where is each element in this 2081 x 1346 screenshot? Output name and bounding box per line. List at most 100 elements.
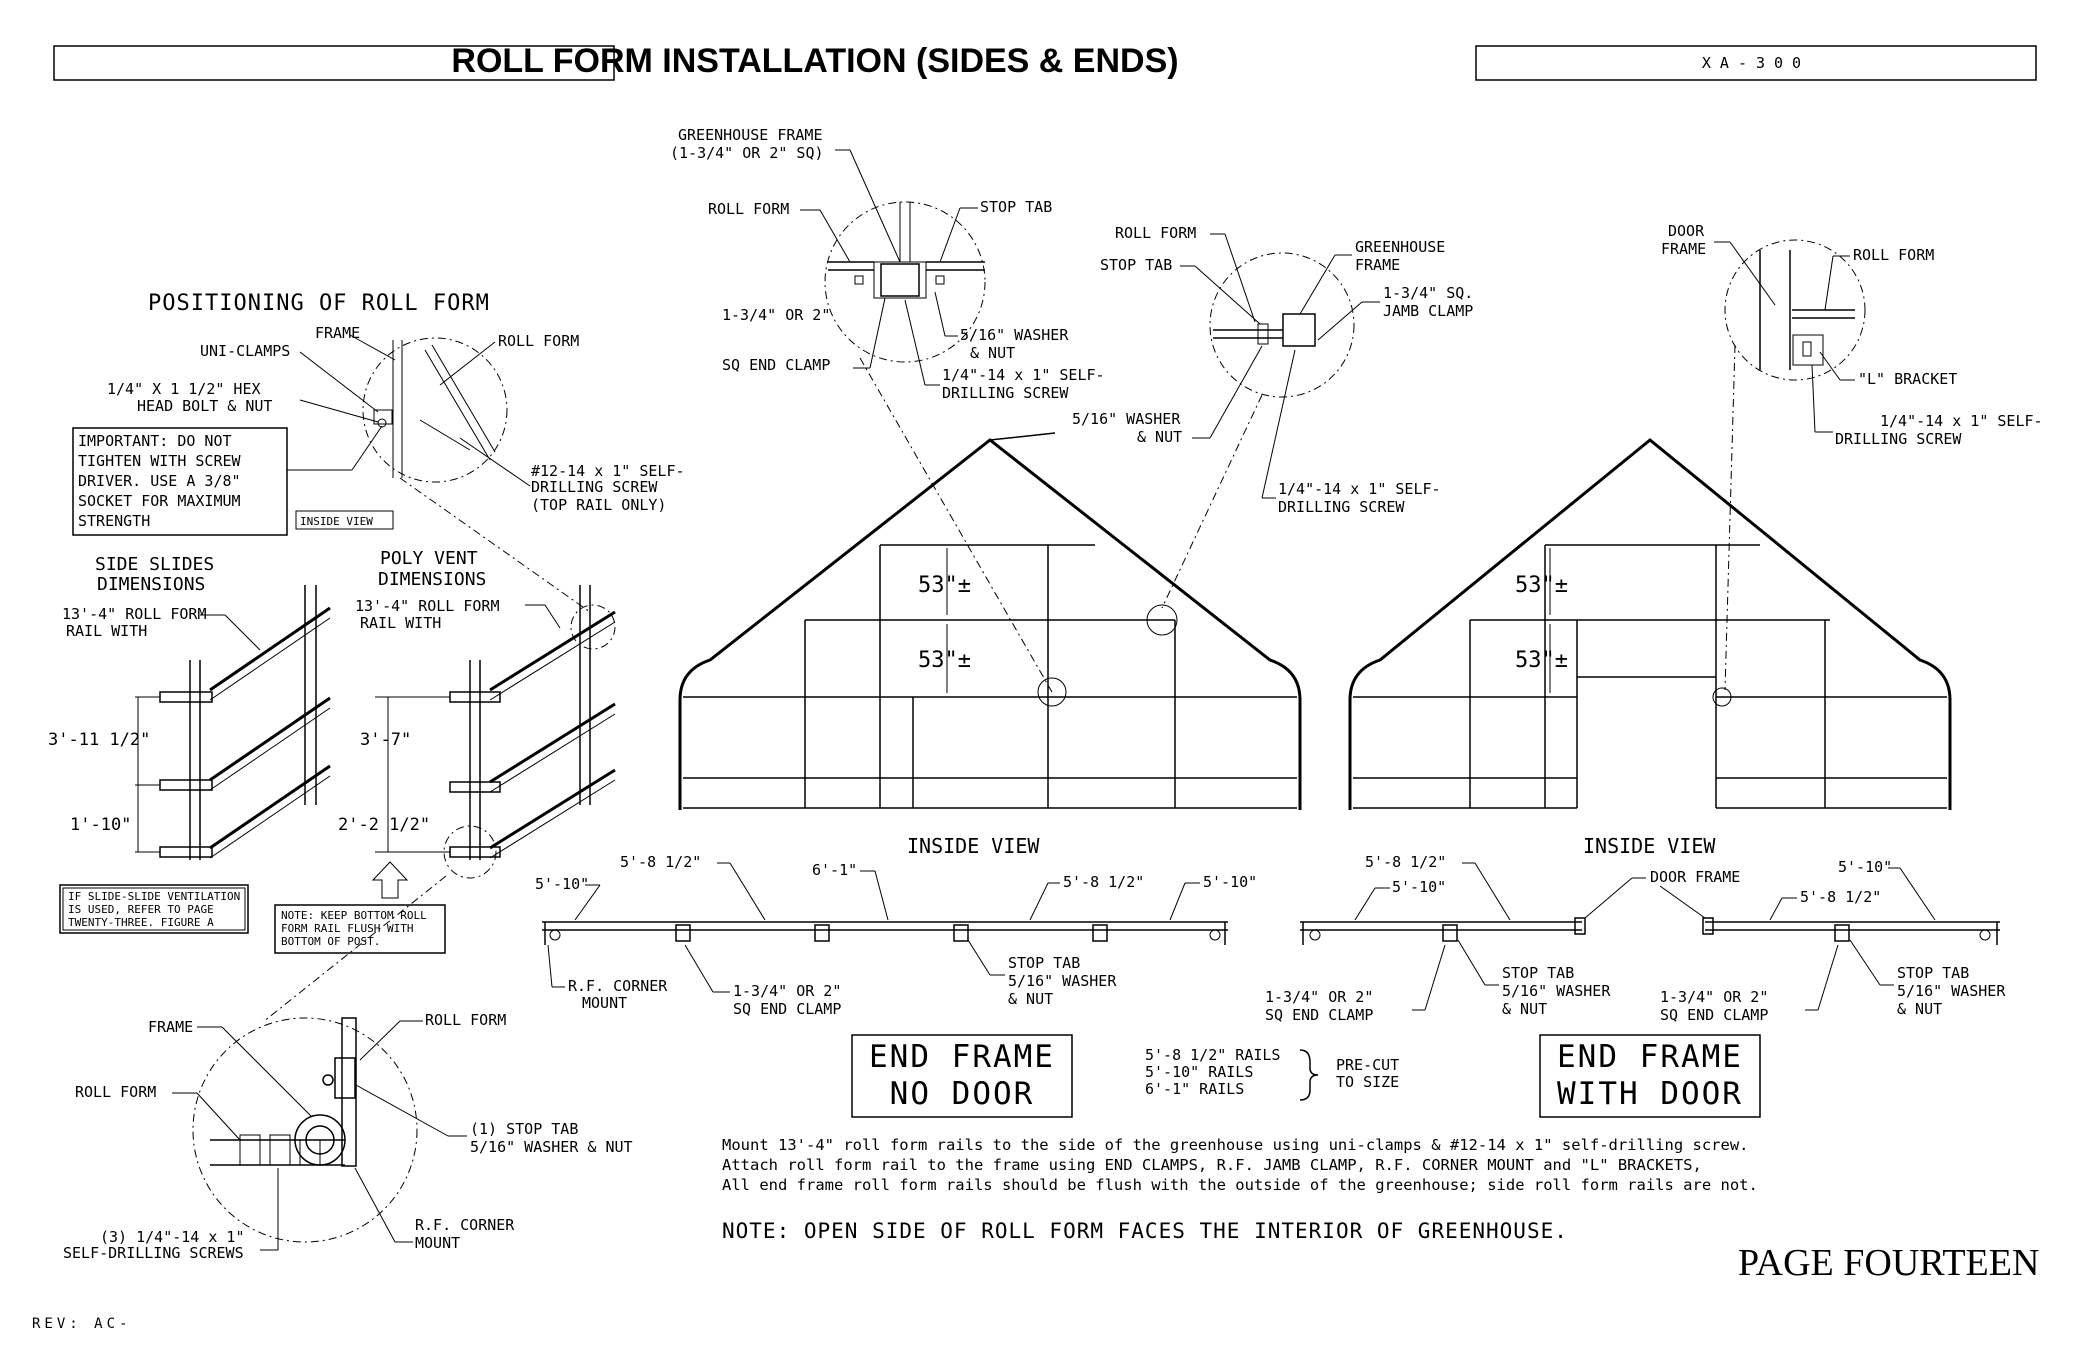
no-door-stop-1: STOP TAB [1008,954,1080,972]
brace-icon [1299,1049,1319,1101]
corner-screws-1: (3) 1/4"-14 x 1" [100,1228,245,1246]
with-door-rail-c: 5'-10" [1838,858,1892,876]
side-slides-detail: SIDE SLIDES DIMENSIONS 13'-4" ROLL FORM … [48,554,331,934]
with-door-stop-3: & NUT [1502,1000,1547,1018]
door-bracket-label: "L" BRACKET [1858,370,1957,388]
poly-note-3: BOTTOM OF POST. [281,935,380,948]
poly-dim-a: 3'-7" [360,730,411,750]
inside-view-tag [295,510,394,530]
screw-label-2: DRILLING SCREW [531,478,658,496]
poly-heading-2: DIMENSIONS [378,569,486,590]
no-door-profile [678,438,1302,810]
poly-dim-b: 2'-2 1/2" [338,815,430,835]
door-roll-form-label: ROLL FORM [1853,246,1934,264]
no-door-clamp-2: SQ END CLAMP [733,1000,841,1018]
no-door-box-1: END FRAME [869,1039,1055,1075]
side-slides-heading-2: DIMENSIONS [97,574,205,595]
important-box [72,427,288,536]
poly-note-2: FORM RAIL FLUSH WITH [281,922,413,935]
page-title: ROLL FORM INSTALLATION (SIDES & ENDS) [451,42,1178,80]
rails-note-cut-1: PRE-CUT [1336,1056,1399,1074]
instructions-line-1: Mount 13'-4" roll form rails to the side… [722,1136,1749,1154]
rails-note-3: 6'-1" RAILS [1145,1080,1244,1098]
side-dim-a: 3'-11 1/2" [48,730,150,750]
instructions-note: NOTE: OPEN SIDE OF ROLL FORM FACES THE I… [722,1219,1568,1243]
rails-note: 5'-8 1/2" RAILS 5'-10" RAILS 6'-1" RAILS… [1145,1046,1399,1101]
corner-stop-2: 5/16" WASHER & NUT [470,1138,633,1156]
corner-stop-1: (1) STOP TAB [470,1120,578,1138]
jamb-clamp-detail: ROLL FORM STOP TAB GREENHOUSE FRAME 1-3/… [1072,224,1473,609]
with-door-box-1: END FRAME [1557,1039,1743,1075]
jamb-frame-label-2: FRAME [1355,256,1400,274]
end-clamp-detail: GREENHOUSE FRAME (1-3/4" OR 2" SQ) ROLL … [670,126,1105,693]
door-frame-label-1: DOOR [1668,222,1705,240]
no-door-box [851,1034,1073,1118]
poly-rail-label-1: 13'-4" ROLL FORM [355,597,500,615]
top-washer-label-2: & NUT [970,344,1015,362]
roll-form-label: ROLL FORM [498,332,579,350]
with-door-rail-a: 5'-8 1/2" [1365,853,1446,871]
corner-frame-label: FRAME [148,1018,193,1036]
with-door-clamp-1: 1-3/4" OR 2" [1265,988,1373,1006]
no-door-view-label: INSIDE VIEW [907,834,1040,858]
door-screw-label-1: 1/4"-14 x 1" SELF- [1880,412,2043,430]
poly-note-1: NOTE: KEEP BOTTOM ROLL [281,909,427,922]
door-bracket-detail: DOOR FRAME ROLL FORM "L" BRACKET 1/4"-14… [1661,222,2043,691]
poly-rail-label-2: RAIL WITH [360,614,441,632]
with-door-clamp-2: SQ END CLAMP [1265,1006,1373,1024]
with-door-view-label: INSIDE VIEW [1583,834,1716,858]
jamb-screw-label-1: 1/4"-14 x 1" SELF- [1278,480,1441,498]
poly-heading-1: POLY VENT [380,548,478,569]
corner-roll-form-l: ROLL FORM [75,1083,156,1101]
positioning-detail: POSITIONING OF ROLL FORM FRAME UNI-CLAMP… [72,291,685,613]
screw-label-1: #12-14 x 1" SELF- [531,462,685,480]
positioning-heading: POSITIONING OF ROLL FORM [148,291,490,316]
no-door-box-2: NO DOOR [890,1076,1035,1112]
no-door-rail-d: 5'-8 1/2" [1063,873,1144,891]
with-door-dim-2: 53"± [1515,648,1568,673]
page-number: PAGE FOURTEEN [1738,1242,2039,1284]
side-note-2: IS USED, REFER TO PAGE [68,903,214,916]
important-line-1: IMPORTANT: DO NOT [78,432,232,450]
no-door-dim-1: 53"± [918,573,971,598]
top-frame-label-2: (1-3/4" OR 2" SQ) [670,144,824,162]
up-arrow-icon [371,861,409,899]
instructions-line-2: Attach roll form rail to the frame using… [722,1156,1702,1174]
with-door-stop-b2: 5/16" WASHER [1897,982,2006,1000]
corner-mount-2: MOUNT [415,1234,460,1252]
end-frame-no-door: 53"± 53"± INSIDE VIEW 5'-10" 5'-8 1/2" 6… [535,432,1302,1118]
jamb-clamp-label-2: JAMB CLAMP [1383,302,1473,320]
top-screw-label-2: DRILLING SCREW [942,384,1069,402]
with-door-box-2: WITH DOOR [1557,1076,1743,1112]
top-roll-form-label: ROLL FORM [708,200,789,218]
poly-note-box [274,904,446,954]
door-bracket-circle [1724,239,1866,381]
top-frame-label-1: GREENHOUSE FRAME [678,126,823,144]
no-door-rail-e: 5'-10" [1203,873,1257,891]
rails-note-cut-2: TO SIZE [1336,1073,1399,1091]
corner-detail-circle [192,1017,418,1243]
with-door-rail-d: 5'-8 1/2" [1800,888,1881,906]
side-dim-b: 1'-10" [70,815,131,835]
with-door-stop-b1: STOP TAB [1897,964,1969,982]
corner-screws-2: SELF-DRILLING SCREWS [63,1244,244,1262]
side-slides-heading-1: SIDE SLIDES [95,554,214,575]
jamb-clamp-circle [1209,252,1355,398]
inside-view-tag-label: INSIDE VIEW [300,515,373,528]
no-door-rail-b: 5'-8 1/2" [620,853,701,871]
with-door-dim-1: 53"± [1515,573,1568,598]
top-washer-label-1: 5/16" WASHER [960,326,1069,344]
revision-label: REV: AC- [32,1316,131,1332]
jamb-stop-tab-label: STOP TAB [1100,256,1172,274]
important-line-3: DRIVER. USE A 3/8" [78,472,241,490]
corner-roll-form-r: ROLL FORM [425,1011,506,1029]
poly-top-circle [570,604,616,650]
screw-label-3: (TOP RAIL ONLY) [531,496,666,514]
instructions-line-3: All end frame roll form rails should be … [722,1176,1758,1194]
with-door-rail-b: 5'-10" [1392,878,1446,896]
with-door-door-frame: DOOR FRAME [1650,868,1740,886]
end-frame-with-door: 53"± 53"± INSIDE VIEW 5'-8 1/2" 5'-10" D… [1265,438,2006,1118]
side-note-3: TWENTY-THREE. FIGURE A [68,916,214,929]
poly-bottom-circle [443,825,497,879]
